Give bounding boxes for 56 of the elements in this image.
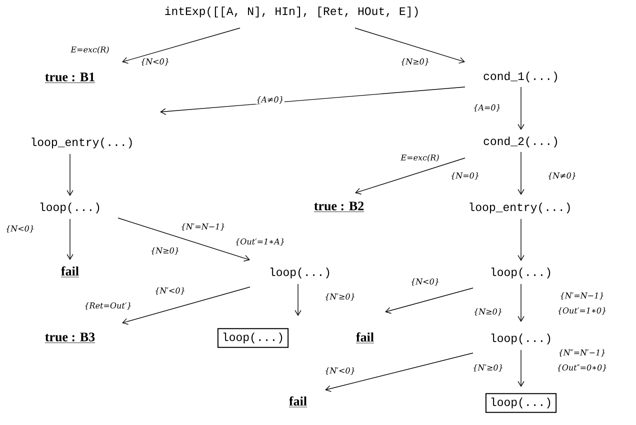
arrow bbox=[518, 218, 524, 261]
edge-annotation: {N′=N−1} bbox=[180, 222, 226, 232]
arrow bbox=[355, 158, 466, 194]
edge-annotation: {N′=N−1} bbox=[559, 292, 605, 300]
code-term: loop_entry(...) bbox=[470, 202, 570, 214]
result-label: true : B3 bbox=[44, 332, 96, 343]
arrow bbox=[518, 284, 524, 322]
code-term: loop(...) bbox=[491, 334, 550, 344]
edge-annotation: {Out′=1∗0} bbox=[556, 306, 608, 316]
arrow bbox=[160, 86, 466, 115]
edge-annotation: E=exc(R) bbox=[400, 154, 440, 162]
arrow bbox=[294, 284, 302, 316]
edge-label: {A=0} bbox=[472, 104, 502, 112]
result-label: true : B2 bbox=[314, 202, 364, 212]
arrow bbox=[122, 286, 250, 325]
edge-label: {N<0} bbox=[140, 58, 170, 66]
edge-label: {N′<0} bbox=[154, 286, 186, 296]
arrow bbox=[354, 28, 466, 64]
arrow bbox=[518, 86, 524, 130]
edge-label: {N<0} bbox=[5, 224, 35, 234]
boxed-term: loop(...) bbox=[217, 328, 289, 348]
edge-label: {A≠0} bbox=[256, 96, 284, 104]
edge-label: {N=0} bbox=[450, 172, 480, 180]
boxed-term: loop(...) bbox=[485, 393, 557, 413]
code-term: intExp([[A, N], HIn], [Ret, HOut, E]) bbox=[165, 6, 418, 18]
result-label: fail bbox=[288, 396, 308, 408]
edge-label: {N≥0} bbox=[150, 246, 180, 256]
code-term: loop(...) bbox=[270, 268, 330, 278]
arrow bbox=[325, 352, 474, 392]
edge-label: {N′<0} bbox=[324, 366, 356, 376]
edge-annotation: {Out″=0∗0} bbox=[556, 364, 608, 372]
edge-label: {N≠0} bbox=[547, 172, 577, 180]
edge-label: {N′≥0} bbox=[324, 292, 356, 302]
arrow bbox=[518, 350, 524, 387]
edge-annotation: {N″=N′−1} bbox=[558, 348, 606, 358]
arrow bbox=[518, 152, 524, 195]
code-term: cond_2(...) bbox=[484, 136, 558, 148]
edge-label: {N≥0} bbox=[473, 308, 503, 316]
result-label: fail bbox=[60, 266, 80, 278]
code-term: loop_entry(...) bbox=[32, 138, 132, 148]
code-term: loop(...) bbox=[40, 202, 100, 214]
edge-label: {N<0} bbox=[410, 278, 440, 286]
arrow bbox=[66, 154, 74, 196]
arrow bbox=[385, 288, 474, 314]
arrow bbox=[118, 218, 250, 262]
result-label: true : B1 bbox=[44, 72, 96, 83]
code-term: cond_1(...) bbox=[484, 72, 558, 82]
result-label: fail bbox=[356, 332, 374, 344]
arrow bbox=[66, 218, 74, 260]
edge-label: {N≥0} bbox=[400, 58, 430, 66]
edge-annotation: {Ret=Out′} bbox=[84, 302, 132, 310]
edge-label: {N′≥0} bbox=[472, 364, 504, 372]
edge-annotation: {Out′=1∗A} bbox=[234, 238, 286, 246]
edge-annotation: E=exc(R) bbox=[70, 46, 110, 54]
arrow bbox=[122, 28, 240, 64]
code-term: loop(...) bbox=[491, 268, 550, 278]
